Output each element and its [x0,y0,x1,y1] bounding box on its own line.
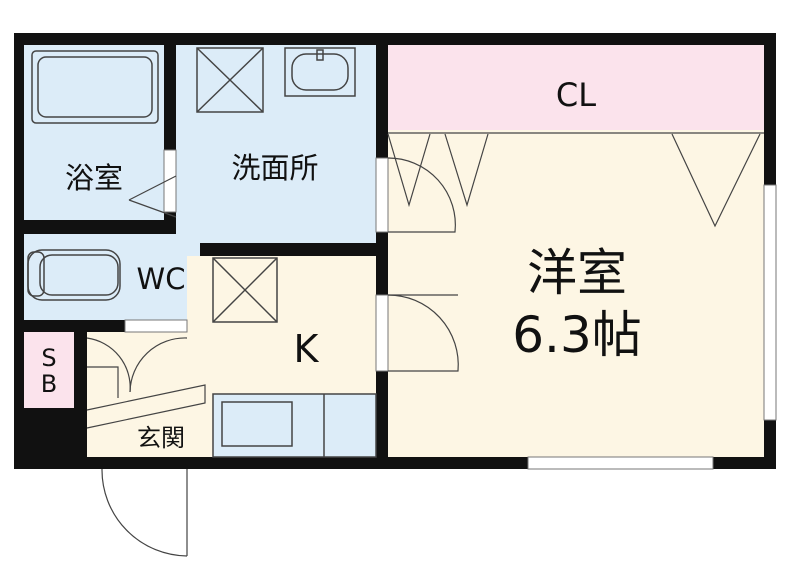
bath-label: 浴室 [65,161,123,195]
shoe-box-label-b: B [41,370,57,398]
sink-icon [284,47,356,97]
closet-door-swings [387,132,764,228]
kitchen-label: K [294,327,320,371]
washroom-area [176,45,376,243]
closet-area [388,45,764,130]
western-room-size-label: 6.3帖 [512,306,642,364]
room-floors [24,45,764,457]
bath-area [24,45,164,220]
entrance-label: 玄関 [137,424,185,452]
toilet-area [24,234,200,320]
washing-machine-icon [196,47,264,113]
bath-door-swing [128,175,177,218]
partitions [124,149,777,470]
refrigerator-icon [212,257,278,323]
kitchen-counter [212,393,377,458]
washroom-label: 洗面所 [231,151,318,185]
western-room-area [388,130,764,457]
western-room-label: 洋室 [527,244,627,302]
bathtub-icon [31,50,159,124]
room-door-swings [387,157,459,372]
shoe-box-area [24,332,74,408]
closet-label: CL [556,76,596,114]
shoe-box-label-s: S [41,344,56,372]
toilet-label: WC [137,262,186,296]
entrance-door-swings [86,337,206,557]
room-labels: 浴室 洗面所 CL 洋室 6.3帖 WC K S B 玄関 [41,76,642,452]
entrance-area [87,332,187,457]
toilet-icon [27,249,121,301]
